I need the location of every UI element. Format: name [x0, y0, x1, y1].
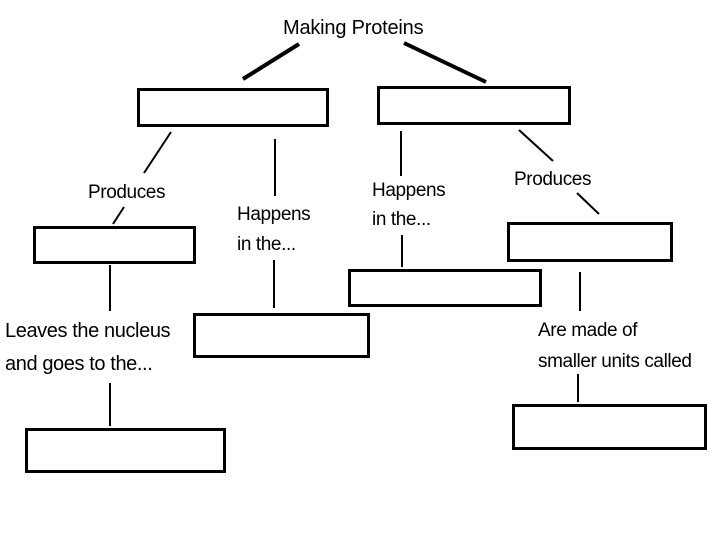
diagram-title: Making Proteins: [283, 17, 424, 39]
edge-label-leaves-nucleus: Leaves the nucleus and goes to the...: [5, 320, 171, 375]
blank-box-center-right: [348, 269, 542, 307]
blank-box-right-mid: [507, 222, 673, 262]
blank-box-center-left: [193, 313, 370, 358]
edge-title-to-top-left-box: [241, 42, 301, 81]
edge-topleft-to-produces-left: [143, 131, 172, 174]
edge-label-happens-in-the-right: Happens in the...: [372, 180, 446, 230]
edge-label-are-made-of: Are made of smaller units called: [538, 320, 692, 372]
blank-box-left-mid: [33, 226, 196, 264]
edge-label-happens-in-the-left: Happens in the...: [237, 204, 311, 255]
edge-produces-right-to-rightmid-box: [576, 192, 600, 215]
blank-box-bottom-left: [25, 428, 226, 473]
edge-title-to-top-right-box: [403, 41, 487, 84]
edge-label-produces-left: Produces: [88, 182, 166, 203]
edge-label-produces-right: Produces: [514, 169, 592, 190]
blank-box-top-right: [377, 86, 571, 125]
edge-produces-left-to-leftmid-box: [112, 206, 125, 225]
edge-topright-to-produces-right: [518, 129, 554, 162]
blank-box-bottom-right: [512, 404, 707, 450]
blank-box-top-left: [137, 88, 329, 127]
